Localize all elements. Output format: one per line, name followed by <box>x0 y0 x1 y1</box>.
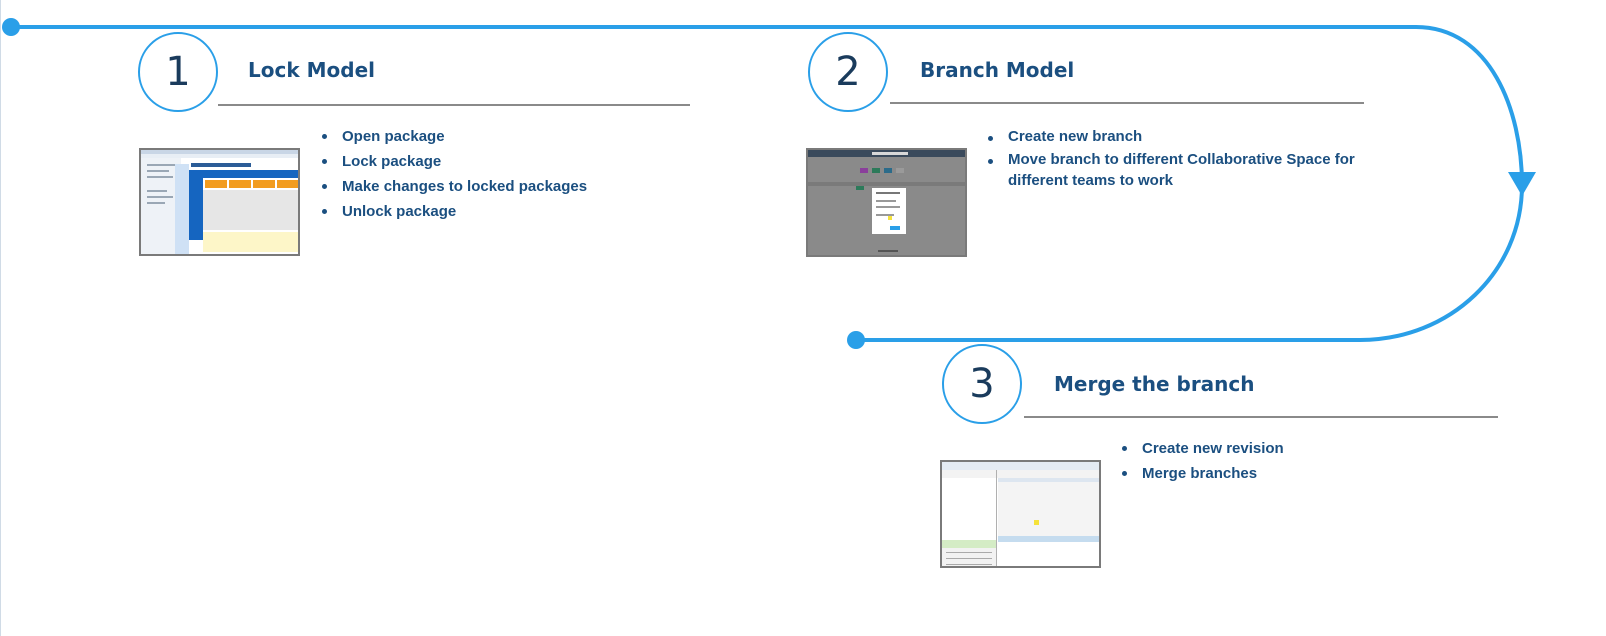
step-1-number-circle: 1 <box>138 32 218 112</box>
step-1-bullet: Unlock package <box>318 199 587 224</box>
step-1-number: 1 <box>165 49 191 95</box>
step-3-number-circle: 3 <box>942 344 1022 424</box>
step-3-title-rule <box>1024 416 1498 418</box>
magicdraw-lock-screenshot-icon <box>139 148 300 256</box>
step-1-bullet: Make changes to locked packages <box>318 174 587 199</box>
step-2-title: Branch Model <box>920 58 1075 82</box>
step-1-title: Lock Model <box>248 58 375 82</box>
flow-arrow-head <box>1508 172 1536 196</box>
step-2-bullet: Create new branch <box>984 126 1384 147</box>
step-1-bullet: Open package <box>318 124 587 149</box>
step-2-bullet: Move branch to different Collaborative S… <box>984 149 1384 191</box>
step-3-bullet: Merge branches <box>1118 461 1284 486</box>
step-2-bullet-list: Create new branch Move branch to differe… <box>984 126 1384 191</box>
step-2-title-rule <box>890 102 1364 104</box>
branch-dialog-screenshot-icon <box>806 148 967 257</box>
step-1-bullet: Lock package <box>318 149 587 174</box>
step-3-number: 3 <box>969 361 995 407</box>
step-1-title-rule <box>218 104 690 106</box>
step-1-bullet-list: Open package Lock package Make changes t… <box>318 124 587 224</box>
flow-start-dot <box>2 18 20 36</box>
step-2-number: 2 <box>835 49 861 95</box>
step-3-title: Merge the branch <box>1054 372 1255 396</box>
step-3-bullet: Create new revision <box>1118 436 1284 461</box>
merge-window-screenshot-icon <box>940 460 1101 568</box>
step-3-bullet-list: Create new revision Merge branches <box>1118 436 1284 486</box>
flow-return-dot <box>847 331 865 349</box>
step-2-number-circle: 2 <box>808 32 888 112</box>
left-margin-rule <box>0 0 1 636</box>
